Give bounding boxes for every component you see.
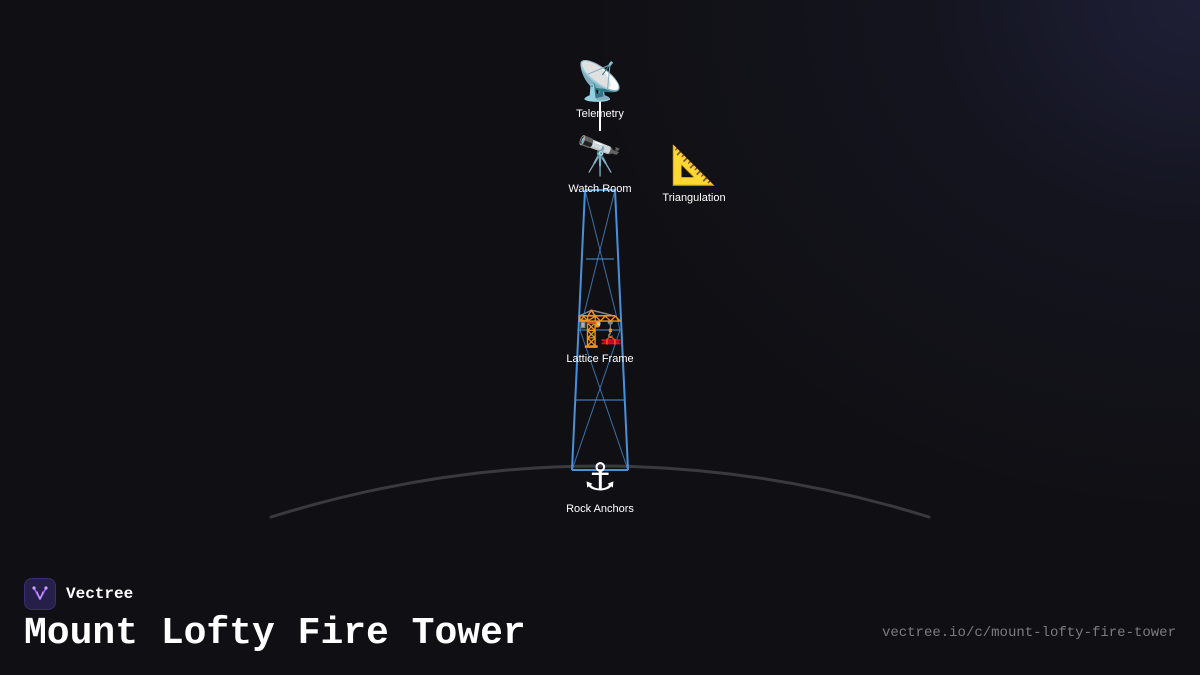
node-label-watch-room: Watch Room [568, 183, 632, 195]
page-title: Mount Lofty Fire Tower [24, 612, 526, 655]
vectree-logo-icon [24, 578, 56, 610]
satellite-dish-icon: 📡 [576, 59, 624, 103]
ground-line [269, 464, 931, 519]
tower-brace [579, 189, 616, 331]
node-label-telemetry: Telemetry [576, 108, 624, 120]
node-label-lattice-frame: Lattice Frame [566, 353, 634, 365]
construction-crane-icon: 🏗️ [576, 305, 624, 349]
triangular-ruler-icon: 📐 [670, 143, 718, 187]
node-label-rock-anchors: Rock Anchors [566, 503, 634, 515]
tower-leg-left [571, 189, 586, 471]
node-label-triangulation: Triangulation [662, 192, 726, 204]
tower-brace [571, 329, 621, 471]
tower-brace [584, 189, 621, 331]
tower-brace [579, 329, 629, 471]
anchor-icon: ⚓ [582, 455, 618, 499]
brand: Vectree [24, 577, 133, 611]
page-url[interactable]: vectree.io/c/mount-lofty-fire-tower [881, 625, 1176, 641]
tower-leg-right [614, 189, 629, 471]
brand-name: Vectree [66, 585, 134, 603]
tower-frame [571, 189, 629, 471]
telescope-icon: 🔭 [576, 134, 624, 178]
